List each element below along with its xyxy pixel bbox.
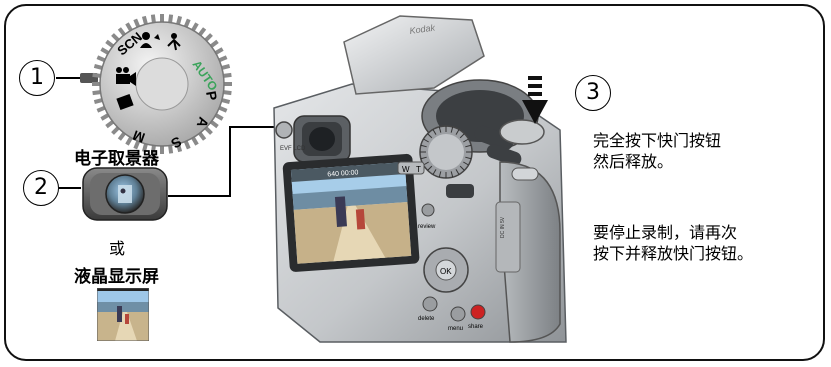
step-3-number: 3 (586, 80, 600, 105)
zoom-t-label: T (416, 165, 421, 174)
review-button-label: review (418, 224, 436, 230)
lcd-thumbnail-image (97, 288, 149, 341)
instruction-2-line-2: 按下并释放快门按钮。 (593, 243, 753, 264)
evf-button-label: EVF LCD (280, 146, 306, 152)
connector-line-h1 (168, 195, 230, 197)
step-2-circle: 2 (23, 170, 59, 206)
delete-button-label: delete (418, 316, 435, 322)
or-label: 或 (109, 235, 125, 259)
step-1-circle: 1 (19, 60, 55, 96)
instruction-stop-recording: 要停止录制，请再次 按下并释放快门按钮。 (593, 222, 753, 264)
menu-button-label: menu (448, 326, 463, 332)
instruction-1-line-1: 完全按下快门按钮 (593, 130, 721, 151)
instruction-1-line-2: 然后释放。 (593, 151, 721, 172)
instruction-2-line-1: 要停止录制，请再次 (593, 222, 753, 243)
camera-image: Kodak EVF LCD 640 00:00 W T review OK de… (260, 12, 578, 358)
connector-line-v (229, 126, 231, 197)
zoom-w-label: W (402, 165, 410, 174)
lcd-label: 液晶显示屏 (74, 262, 159, 287)
viewfinder-eyepiece-image (82, 167, 168, 221)
side-port-label: DC IN 5V (500, 216, 506, 238)
step-1-leader (56, 77, 80, 79)
step-1-number: 1 (30, 65, 44, 90)
mode-dial-image: SCN AUTO P A S M (88, 10, 236, 158)
ok-button-label: OK (440, 267, 452, 276)
share-button-label: share (468, 324, 484, 330)
step-3-circle: 3 (575, 75, 611, 111)
step-2-number: 2 (34, 175, 48, 200)
instruction-press-shutter: 完全按下快门按钮 然后释放。 (593, 130, 721, 172)
step-2-leader (59, 187, 81, 189)
viewfinder-label: 电子取景器 (74, 144, 159, 169)
